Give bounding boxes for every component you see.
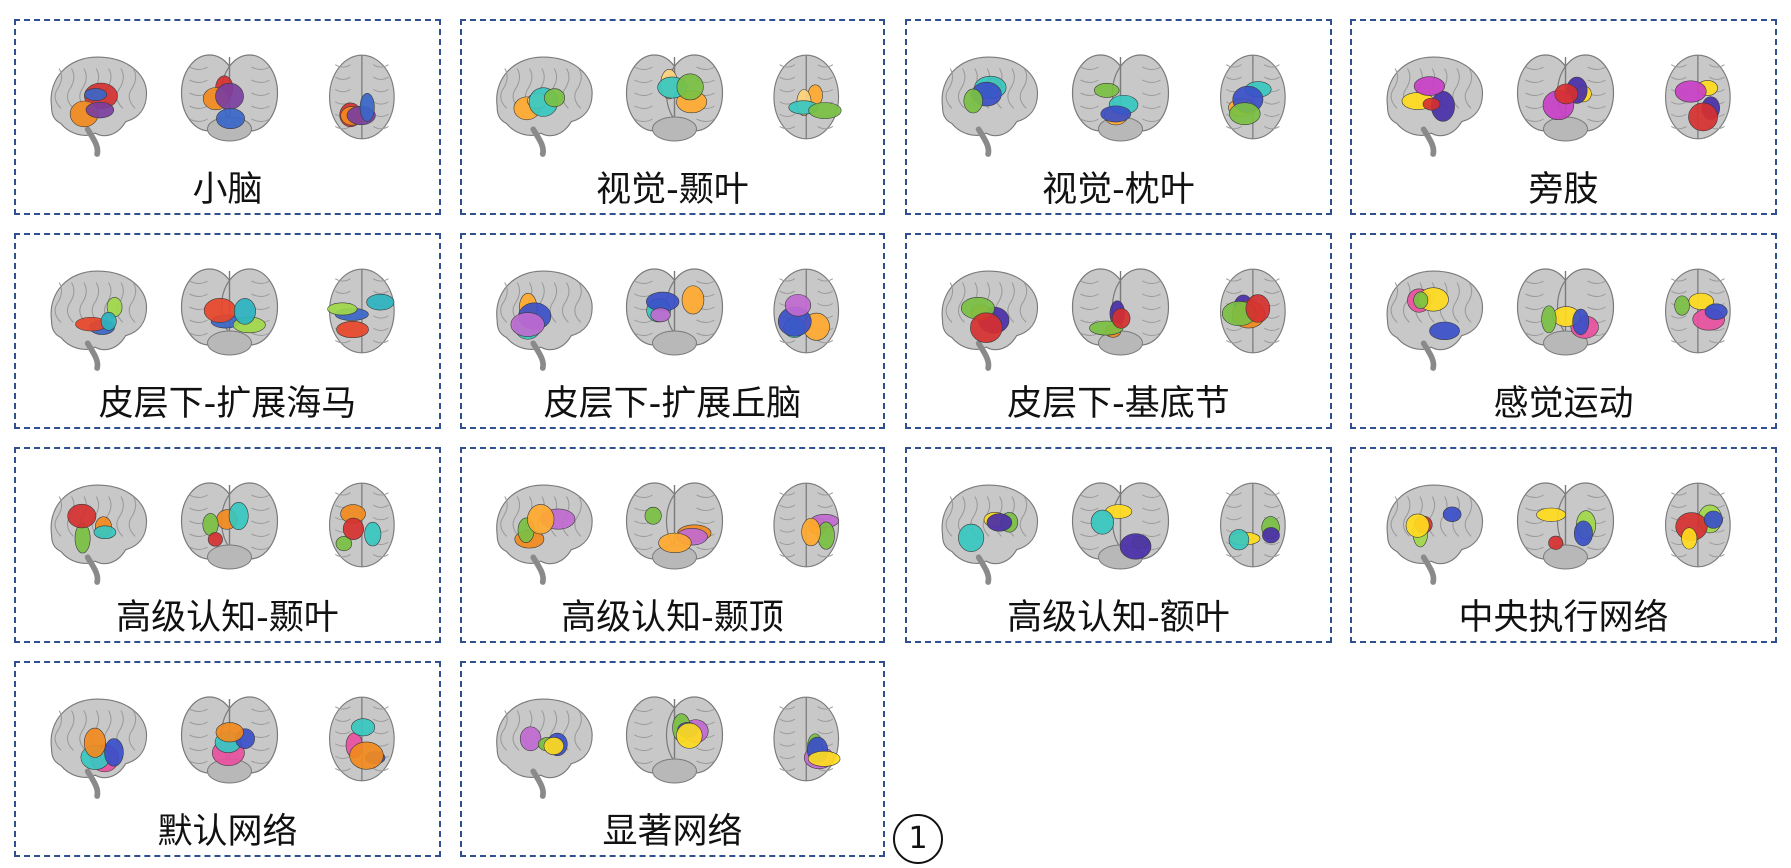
panel-label: 视觉-颞叶 <box>596 170 749 210</box>
network-panel: 高级认知-颞叶 <box>14 447 441 643</box>
brain-views <box>496 268 840 371</box>
panel-label: 高级认知-颞叶 <box>116 598 339 638</box>
network-panel: 显著网络 <box>460 661 885 857</box>
brain-views <box>50 54 395 157</box>
brain-views <box>50 482 395 585</box>
network-panel: 皮层下-基底节 <box>905 233 1332 429</box>
brain-views <box>496 696 841 799</box>
network-panel: 皮层下-扩展丘脑 <box>460 233 885 429</box>
brain-views <box>50 696 395 799</box>
panel-label: 高级认知-额叶 <box>1007 598 1230 638</box>
panel-label: 皮层下-扩展丘脑 <box>543 384 802 424</box>
brain-views <box>941 268 1286 371</box>
network-panel: 旁肢 <box>1350 19 1777 215</box>
brain-views <box>1386 268 1731 371</box>
network-panel: 默认网络 <box>14 661 441 857</box>
panel-label: 感觉运动 <box>1493 384 1634 424</box>
network-panel: 高级认知-额叶 <box>905 447 1332 643</box>
panel-label: 旁肢 <box>1528 170 1599 210</box>
network-panel: 高级认知-颞顶 <box>460 447 885 643</box>
brain-views <box>1386 482 1731 585</box>
brain-views <box>496 482 840 585</box>
brain-views <box>941 54 1286 157</box>
panel-label: 视觉-枕叶 <box>1042 170 1195 210</box>
network-panel: 小脑 <box>14 19 441 215</box>
network-panel: 感觉运动 <box>1350 233 1777 429</box>
brain-views <box>50 268 395 371</box>
network-panel: 视觉-枕叶 <box>905 19 1332 215</box>
panel-label: 皮层下-基底节 <box>1007 384 1230 424</box>
panel-label: 皮层下-扩展海马 <box>98 384 357 424</box>
panel-label: 小脑 <box>192 170 263 210</box>
brain-views <box>941 482 1286 585</box>
panel-label: 默认网络 <box>157 812 298 852</box>
panel-label: 高级认知-颞顶 <box>561 598 784 638</box>
network-panel: 中央执行网络 <box>1350 447 1777 643</box>
panel-label: 显著网络 <box>602 812 743 852</box>
brain-views <box>1386 54 1731 157</box>
panel-label: 中央执行网络 <box>1458 598 1669 638</box>
network-panel: 视觉-颞叶 <box>460 19 885 215</box>
brain-views <box>496 54 842 157</box>
network-panel: 皮层下-扩展海马 <box>14 233 441 429</box>
figure-number-badge: 1 <box>893 814 943 864</box>
